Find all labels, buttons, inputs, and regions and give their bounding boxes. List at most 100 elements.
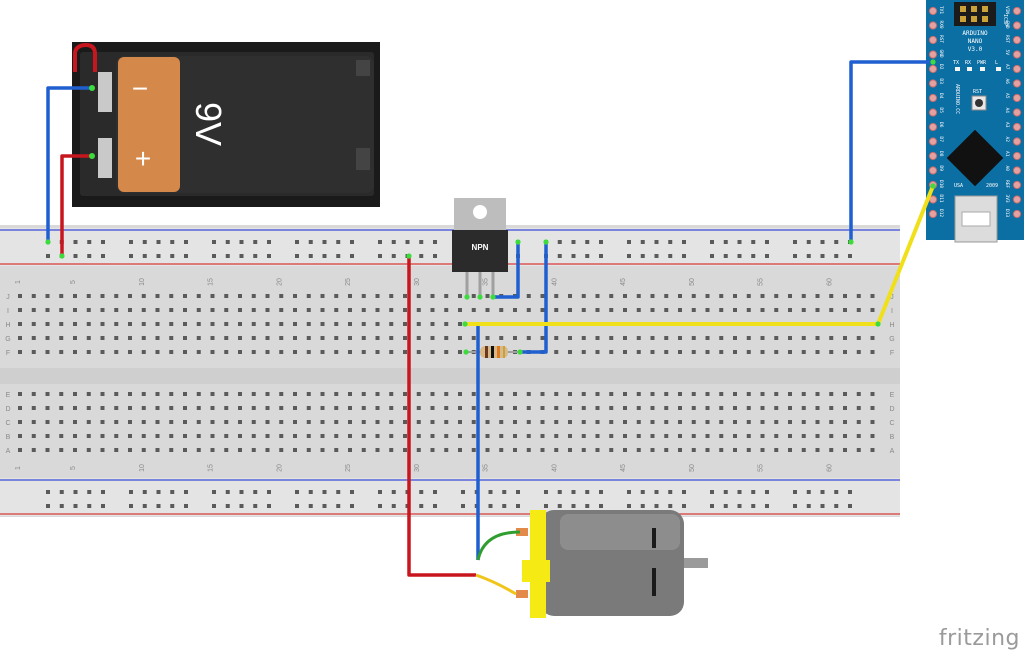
rail-hole: [571, 254, 576, 258]
arduino-pin-label: GND: [938, 50, 944, 58]
breadboard-hole: [265, 448, 270, 452]
rail-hole: [806, 490, 811, 494]
breadboard-hole: [45, 434, 50, 438]
breadboard-hole: [361, 406, 366, 410]
breadboard-hole: [169, 406, 174, 410]
breadboard-hole: [595, 350, 600, 354]
connection-dot: [848, 239, 854, 245]
breadboard-hole: [664, 336, 669, 340]
rail-hole: [184, 504, 188, 508]
breadboard-hole: [114, 448, 119, 452]
breadboard-hole: [334, 308, 339, 312]
breadboard-hole: [856, 420, 861, 424]
arduino-pin: [928, 166, 938, 175]
breadboard-hole: [609, 336, 614, 340]
arduino-icsp-label: ICSP: [1002, 14, 1008, 26]
rail-hole: [737, 490, 742, 494]
rail-hole: [336, 490, 341, 494]
breadboard-hole: [141, 294, 146, 298]
breadboard-hole: [306, 434, 311, 438]
rail-hole: [765, 504, 769, 508]
rail-hole: [295, 254, 299, 258]
arduino-pin: [1012, 93, 1022, 103]
breadboard-hole: [513, 434, 517, 438]
battery-voltage-label: 9V: [188, 102, 229, 146]
rail-hole: [295, 504, 299, 508]
breadboard-hole: [416, 294, 421, 298]
breadboard-hole: [361, 336, 366, 340]
breadboard-hole: [155, 420, 160, 424]
motor-shaft: [682, 558, 708, 568]
arduino-pin: [1012, 166, 1022, 175]
breadboard-hole: [746, 434, 751, 438]
column-number: 25: [345, 278, 352, 286]
rail-hole: [295, 240, 299, 244]
rail-hole: [308, 490, 313, 494]
breadboard-hole: [705, 308, 710, 312]
breadboard-hole: [361, 350, 366, 354]
breadboard-hole: [210, 350, 215, 354]
breadboard-hole: [59, 322, 64, 326]
breadboard-hole: [843, 308, 847, 312]
arduino-pin: [928, 35, 938, 45]
rail-hole: [433, 490, 437, 494]
rail-hole: [322, 254, 327, 258]
breadboard-hole: [829, 434, 834, 438]
breadboard-hole: [334, 434, 339, 438]
rail-hole: [461, 490, 465, 494]
breadboard-hole: [843, 392, 847, 396]
breadboard-hole: [238, 308, 242, 312]
rail-hole: [557, 240, 562, 244]
breadboard-hole: [389, 350, 394, 354]
breadboard-hole: [829, 308, 834, 312]
breadboard-hole: [678, 392, 682, 396]
rail-hole: [156, 240, 161, 244]
breadboard-hole: [444, 308, 449, 312]
breadboard-hole: [279, 420, 284, 424]
rail-hole: [142, 490, 147, 494]
breadboard-hole: [293, 336, 297, 340]
rail-hole: [751, 490, 756, 494]
breadboard-hole: [719, 308, 724, 312]
rail-hole: [322, 490, 327, 494]
rail-hole: [46, 490, 50, 494]
row-letter: J: [6, 294, 10, 301]
breadboard-hole: [691, 350, 696, 354]
resistor: [466, 346, 520, 358]
rail-hole: [751, 504, 756, 508]
column-number: 25: [345, 464, 352, 472]
arduino-pin: [1012, 6, 1022, 16]
rail-hole: [557, 504, 562, 508]
rail-hole: [599, 254, 603, 258]
breadboard-hole: [238, 448, 242, 452]
breadboard-hole: [361, 420, 366, 424]
wire-motor-lead-yellow: [475, 573, 517, 596]
breadboard-hole: [18, 350, 22, 354]
rail-hole: [156, 490, 161, 494]
breadboard-hole: [114, 294, 119, 298]
breadboard-hole: [458, 336, 462, 340]
breadboard-hole: [416, 420, 421, 424]
breadboard-hole: [416, 448, 421, 452]
breadboard-hole: [389, 420, 394, 424]
breadboard-hole: [581, 448, 586, 452]
breadboard-hole: [169, 294, 174, 298]
rail-hole: [225, 254, 230, 258]
rail-hole: [433, 504, 437, 508]
breadboard-hole: [155, 294, 160, 298]
arduino-pin-label: 5V: [1004, 50, 1010, 56]
breadboard-hole: [183, 322, 187, 326]
breadboard-hole: [141, 420, 146, 424]
breadboard-hole: [554, 406, 559, 410]
rail-hole: [391, 254, 396, 258]
transistor-tab-hole: [473, 205, 487, 219]
rail-hole: [765, 490, 769, 494]
breadboard-hole: [169, 434, 174, 438]
breadboard-hole: [196, 448, 201, 452]
rail-hole: [710, 240, 714, 244]
rail-hole: [502, 490, 507, 494]
breadboard-hole: [169, 308, 174, 312]
connection-dot: [517, 349, 523, 355]
rail-hole: [668, 254, 673, 258]
wire-motor-lead-green: [476, 530, 521, 561]
